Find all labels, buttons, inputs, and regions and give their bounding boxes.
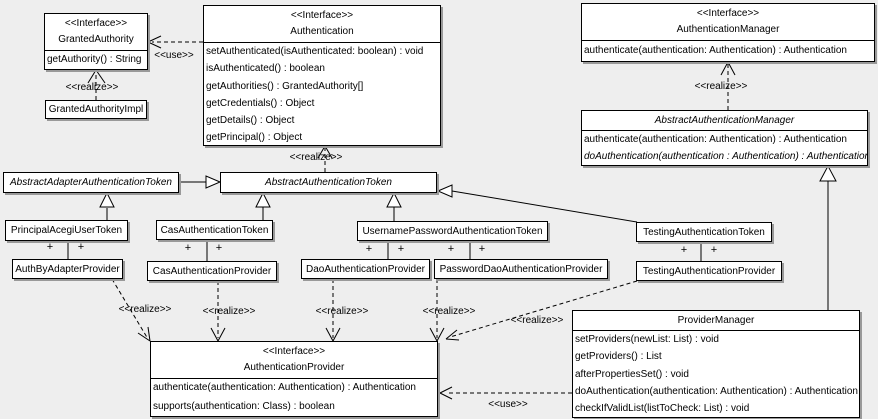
class-granted-authority-impl[interactable]: GrantedAuthorityImpl [45, 100, 147, 119]
class-name: GrantedAuthorityImpl [48, 104, 144, 115]
realize-label: <<realize>> [118, 304, 172, 315]
association-end-label: + [478, 243, 486, 255]
class-name: TestingAuthenticationProvider [642, 265, 776, 277]
realize-dao-provider[interactable] [325, 279, 341, 342]
class-name: GrantedAuthority [58, 34, 134, 45]
class-username-password-authentication-token[interactable]: UsernamePasswordAuthenticationToken [357, 221, 548, 241]
class-name: CasAuthenticationToken [160, 224, 269, 236]
class-name: AuthenticationProvider [243, 362, 345, 373]
realize-label: <<realize>> [289, 152, 343, 163]
use-authentication-to-grantedauthority[interactable] [147, 35, 203, 49]
class-name: AuthenticationManager [676, 24, 780, 35]
operation: afterPropertiesSet() : void [575, 368, 689, 380]
realize-grantedauthorityimpl[interactable] [87, 69, 106, 100]
realize-label: <<realize>> [422, 306, 476, 317]
generalization-principal-to-adapter-token[interactable] [99, 191, 115, 220]
association-end-label: + [710, 244, 718, 256]
class-cas-authentication-token[interactable]: CasAuthenticationToken [156, 220, 273, 240]
operation: authenticate(authentication: Authenticat… [584, 134, 847, 145]
class-cas-authentication-provider[interactable]: CasAuthenticationProvider [147, 261, 277, 281]
realize-label: <<realize>> [694, 81, 748, 92]
class-name: CasAuthenticationProvider [152, 265, 272, 277]
operation: doAuthentication(authentication : Authen… [584, 151, 868, 163]
realize-testing-provider[interactable] [445, 280, 638, 341]
generalization-testing-to-abstract-token[interactable] [436, 184, 638, 223]
class-name: Authentication [290, 26, 354, 37]
class-name: AbstractAdapterAuthenticationToken [10, 177, 172, 188]
class-granted-authority[interactable]: <<Interface>> GrantedAuthority getAuthor… [44, 13, 148, 70]
generalization-adapter-to-abstract-token[interactable] [179, 175, 222, 189]
operation: getCredentials() : Object [206, 97, 315, 109]
operation: getProviders() : List [575, 351, 662, 363]
operation: doAuthentication(authentication: Authent… [575, 385, 858, 397]
class-name: ProviderManager [573, 311, 859, 331]
use-label: <<use>> [154, 50, 194, 61]
operation: authenticate(authentication: Authenticat… [584, 45, 847, 56]
class-authentication[interactable]: <<Interface>> Authentication setAuthenti… [203, 5, 441, 146]
operation: authenticate(authentication: Authenticat… [153, 382, 416, 393]
operation: setAuthenticated(isAuthenticated: boolea… [206, 46, 424, 57]
class-name: PasswordDaoAuthenticationProvider [439, 263, 603, 275]
operation: getPrincipal() : Object [206, 132, 303, 144]
class-testing-authentication-token[interactable]: TestingAuthenticationToken [636, 222, 772, 242]
operation: getAuthority() : String [47, 54, 142, 65]
class-dao-authentication-provider[interactable]: DaoAuthenticationProvider [301, 259, 430, 279]
stereotype: <<Interface>> [696, 8, 760, 19]
association-end-label: + [365, 243, 373, 255]
operation: checkIfValidList(listToCheck: List) : vo… [575, 403, 750, 415]
generalization-providermanager-to-abstract-manager[interactable] [819, 164, 837, 310]
use-label: <<use>> [488, 399, 528, 410]
association-end-label: + [46, 241, 54, 253]
realize-abstract-token-authentication[interactable] [317, 145, 333, 172]
class-password-dao-authentication-provider[interactable]: PasswordDaoAuthenticationProvider [434, 259, 608, 279]
association-end-label: + [184, 242, 192, 254]
class-name: AbstractAuthenticationManager [582, 111, 867, 131]
realize-label: <<realize>> [510, 315, 564, 326]
class-testing-authentication-provider[interactable]: TestingAuthenticationProvider [636, 261, 782, 281]
operation: supports(authentication: Class) : boolea… [153, 400, 335, 412]
stereotype: <<Interface>> [290, 10, 354, 21]
generalization-usernamepassword-to-abstract-token[interactable] [386, 191, 402, 221]
generalization-cas-to-abstract-token[interactable] [255, 191, 271, 220]
realize-passworddao-provider[interactable] [429, 279, 445, 342]
class-abstract-authentication-token[interactable]: AbstractAuthenticationToken [220, 172, 437, 193]
operation: getAuthorities() : GrantedAuthority[] [206, 80, 364, 92]
class-authentication-provider[interactable]: <<Interface>> AuthenticationProvider aut… [150, 341, 438, 417]
association-end-label: + [397, 243, 405, 255]
operation: setProviders(newList: List) : void [575, 334, 719, 345]
use-providermanager-to-authenticationprovider[interactable] [439, 386, 572, 400]
class-name: AbstractAuthenticationToken [265, 177, 392, 188]
realize-cas-provider[interactable] [210, 281, 226, 342]
realize-label: <<realize>> [202, 306, 256, 317]
operation: getDetails() : Object [206, 115, 295, 127]
class-abstract-authentication-manager[interactable]: AbstractAuthenticationManager authentica… [581, 110, 868, 166]
realize-label: <<realize>> [315, 306, 369, 317]
association-end-label: + [680, 244, 688, 256]
realize-authbyadapter-provider[interactable] [111, 278, 151, 342]
realize-abstract-manager-authenticationmanager[interactable] [720, 61, 736, 110]
operation: isAuthenticated() : boolean [206, 63, 325, 75]
class-provider-manager[interactable]: ProviderManager setProviders(newList: Li… [572, 310, 860, 418]
class-principal-acegi-user-token[interactable]: PrincipalAcegiUserToken [5, 220, 128, 241]
association-end-label: + [447, 243, 455, 255]
stereotype: <<Interface>> [262, 346, 326, 357]
class-name: PrincipalAcegiUserToken [10, 225, 123, 236]
class-auth-by-adapter-provider[interactable]: AuthByAdapterProvider [12, 259, 123, 279]
class-name: TestingAuthenticationToken [643, 226, 765, 238]
association-end-label: + [215, 242, 223, 254]
class-name: UsernamePasswordAuthenticationToken [362, 225, 543, 237]
class-name: DaoAuthenticationProvider [306, 263, 425, 275]
realize-label: <<realize>> [65, 82, 119, 93]
association-end-label: + [77, 241, 85, 253]
class-authentication-manager[interactable]: <<Interface>> AuthenticationManager auth… [581, 3, 875, 62]
stereotype: <<Interface>> [64, 18, 128, 29]
class-name: AuthByAdapterProvider [15, 263, 120, 275]
class-abstract-adapter-authentication-token[interactable]: AbstractAdapterAuthenticationToken [3, 172, 179, 193]
